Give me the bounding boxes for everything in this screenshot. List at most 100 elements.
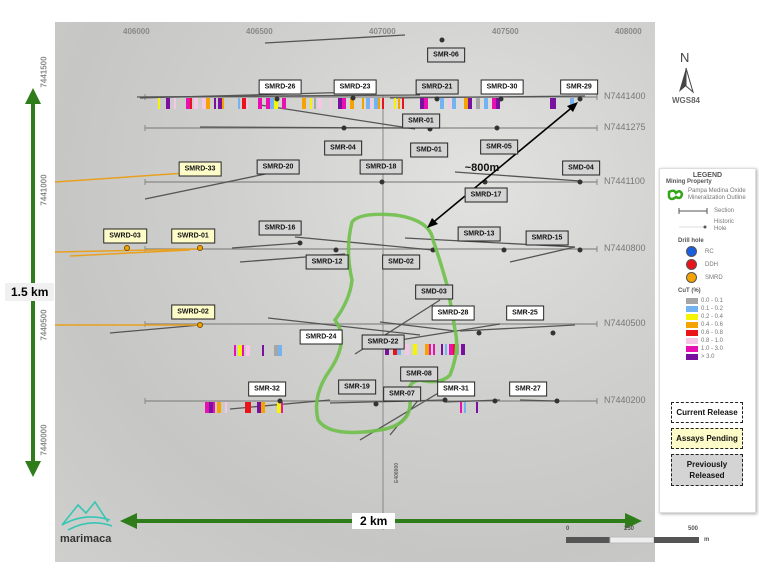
vertical-scale-label: 1.5 km xyxy=(5,283,55,301)
assay-interval xyxy=(249,402,251,413)
assay-interval xyxy=(433,344,435,355)
drill-collar xyxy=(277,398,283,404)
assay-interval xyxy=(342,98,346,109)
section-label: N7441275 xyxy=(604,122,646,132)
drill-hole-label[interactable]: SMRD-16 xyxy=(258,220,302,236)
cut-label: 0.0 - 0.1 xyxy=(701,298,724,304)
drill-hole-label[interactable]: SMR-01 xyxy=(402,113,440,129)
drill-hole-label[interactable]: SMD-04 xyxy=(562,160,600,176)
cut-swatch xyxy=(686,330,698,336)
drill-hole-label[interactable]: SMRD-12 xyxy=(305,254,349,270)
drill-collar xyxy=(492,398,498,404)
drill-hole-label[interactable]: SMRD-18 xyxy=(359,159,403,175)
drill-collar xyxy=(434,96,440,102)
scale-bar-segment xyxy=(566,537,610,543)
section-label: N7441400 xyxy=(604,91,646,101)
drill-hole-label[interactable]: SMRD-13 xyxy=(457,226,501,242)
north-arrow-icon xyxy=(679,68,686,92)
assay-interval xyxy=(550,98,554,109)
assay-interval xyxy=(281,402,283,413)
drill-hole-label[interactable]: SMR-08 xyxy=(400,366,438,382)
assay-interval xyxy=(394,98,396,109)
legend-cut-item: 0.8 - 1.0 xyxy=(686,337,755,345)
drill-hole-label[interactable]: SMR-06 xyxy=(427,47,465,63)
assay-interval xyxy=(441,344,443,355)
drill-trace xyxy=(294,236,434,251)
drill-hole-label[interactable]: SMRD-22 xyxy=(361,334,405,350)
drill-hole-label[interactable]: SMRD-26 xyxy=(258,79,302,95)
smrd-collar xyxy=(124,245,130,251)
drill-hole-label[interactable]: SMRD-23 xyxy=(333,79,377,95)
drill-hole-label[interactable]: SWRD-03 xyxy=(103,228,147,244)
drill-hole-label[interactable]: SMRD-20 xyxy=(256,159,300,175)
drill-collar xyxy=(333,247,339,253)
distance-arrow xyxy=(429,104,576,226)
legend-drill-item: SMRD xyxy=(686,272,755,283)
drill-trace xyxy=(109,324,201,334)
arrow-down-icon xyxy=(25,461,41,477)
assay-interval xyxy=(445,344,447,355)
crosshair-label: E406900 xyxy=(394,462,401,484)
drill-hole-label[interactable]: SMRD-30 xyxy=(480,79,524,95)
assay-interval xyxy=(413,344,417,355)
drill-hole-label[interactable]: SMD-01 xyxy=(410,142,448,158)
drill-hole-label[interactable]: SMRD-28 xyxy=(431,305,475,321)
assay-interval xyxy=(402,98,404,109)
assay-interval xyxy=(213,402,215,413)
assay-interval xyxy=(222,98,224,109)
assay-interval xyxy=(302,98,306,109)
drill-hole-label[interactable]: SMRD-15 xyxy=(525,230,569,246)
assay-interval xyxy=(464,402,466,413)
drill-hole-label[interactable]: SMR-27 xyxy=(509,381,547,397)
drill-trace xyxy=(199,126,416,129)
drill-hole-label[interactable]: SMR-32 xyxy=(248,381,286,397)
assay-interval xyxy=(202,98,206,109)
drill-trace xyxy=(144,171,276,200)
drill-hole-label[interactable]: SWRD-01 xyxy=(171,228,215,244)
drill-hole-label[interactable]: SMRD-24 xyxy=(299,329,343,345)
legend-cut-heading: CuT (%) xyxy=(678,288,701,294)
drill-hole-label[interactable]: SMD-02 xyxy=(382,254,420,270)
assay-interval xyxy=(262,345,264,356)
drill-hole-label[interactable]: SWRD-02 xyxy=(171,304,215,320)
legend-cut-item: 0.1 - 0.2 xyxy=(686,305,755,313)
drill-hole-label[interactable]: SMR-19 xyxy=(338,379,376,395)
assay-interval xyxy=(449,344,453,355)
legend-drill-item: RC xyxy=(686,246,755,257)
drill-trace xyxy=(139,91,361,99)
assay-interval xyxy=(274,98,278,109)
drill-hole-label[interactable]: SMRD-17 xyxy=(464,187,508,203)
assay-interval xyxy=(429,344,431,355)
section-label: N7441100 xyxy=(604,176,645,186)
drill-collar xyxy=(341,125,347,131)
assay-interval xyxy=(448,98,450,109)
outline-swatch-icon xyxy=(667,189,684,201)
drill-hole-label[interactable]: SMR-31 xyxy=(437,381,475,397)
legend-historic-label: Historic Hole xyxy=(714,219,735,232)
assay-interval xyxy=(261,402,265,413)
assay-interval xyxy=(246,98,248,109)
assay-interval xyxy=(338,98,342,109)
north-arrow-icon xyxy=(685,67,694,94)
drill-hole-label[interactable]: SMR-04 xyxy=(324,140,362,156)
assay-interval xyxy=(330,98,332,109)
cut-label: 0.2 - 0.4 xyxy=(701,314,724,320)
drill-hole-label[interactable]: SMD-03 xyxy=(415,284,453,300)
drill-hole-label[interactable]: SMR-07 xyxy=(383,386,421,402)
marimaca-logo-icon xyxy=(61,500,113,531)
drill-hole-label[interactable]: SMRD-21 xyxy=(415,79,459,95)
drill-hole-label[interactable]: SMR-25 xyxy=(506,305,544,321)
assay-interval xyxy=(209,402,213,413)
drill-hole-label[interactable]: SMRD-33 xyxy=(178,161,222,177)
drill-collar xyxy=(439,37,445,43)
drill-collar xyxy=(577,96,583,102)
section-label: N7440800 xyxy=(604,243,646,253)
drill-trace xyxy=(389,95,586,99)
cut-swatch xyxy=(686,354,698,360)
scale-bar-segment xyxy=(609,536,655,544)
drill-hole-label[interactable]: SMR-29 xyxy=(560,79,598,95)
drill-hole-label[interactable]: SMR-05 xyxy=(480,139,518,155)
assay-interval xyxy=(464,98,468,109)
assay-interval xyxy=(554,98,556,109)
drill-collar xyxy=(554,398,560,404)
